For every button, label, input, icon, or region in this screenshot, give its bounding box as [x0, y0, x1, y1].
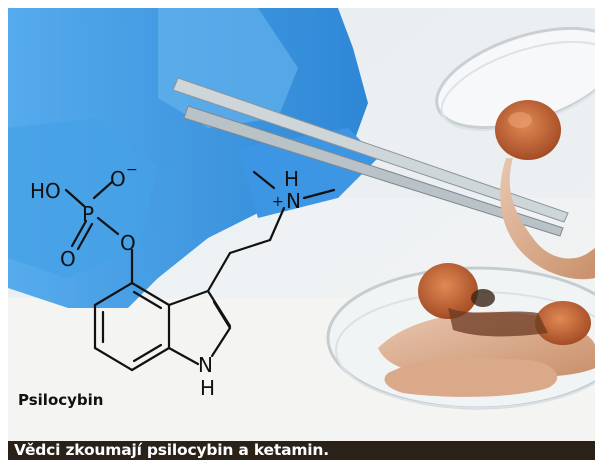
- atom-amine-plus: +: [272, 194, 284, 210]
- atom-phosphorus: P: [82, 202, 94, 226]
- atom-amine-h: H: [284, 167, 299, 191]
- lab-photo: HO P O − O O H + N N H: [8, 8, 595, 441]
- psilocybin-structure: [64, 170, 336, 372]
- atom-oxygen-double: O: [60, 247, 76, 271]
- atom-amine-n: N: [286, 189, 301, 213]
- atom-oxygen-top: O: [110, 167, 126, 191]
- dish-mushrooms: [378, 263, 595, 397]
- photo-illustration: HO P O − O O H + N N H: [8, 8, 595, 441]
- atom-indole-h: H: [200, 376, 215, 400]
- atom-indole-n: N: [198, 353, 213, 377]
- atom-charge-minus: −: [126, 162, 138, 178]
- tweezers: [172, 77, 569, 237]
- atom-oxygen-bridge: O: [120, 231, 136, 255]
- atom-ho: HO: [30, 179, 61, 203]
- held-mushroom: [495, 100, 595, 280]
- image-caption: Vědci zkoumají psilocybin a ketamin.: [14, 441, 329, 459]
- blue-glove: [8, 8, 378, 308]
- molecule-name-label: Psilocybin: [18, 391, 104, 409]
- caption-bar: Vědci zkoumají psilocybin a ketamin.: [8, 441, 595, 460]
